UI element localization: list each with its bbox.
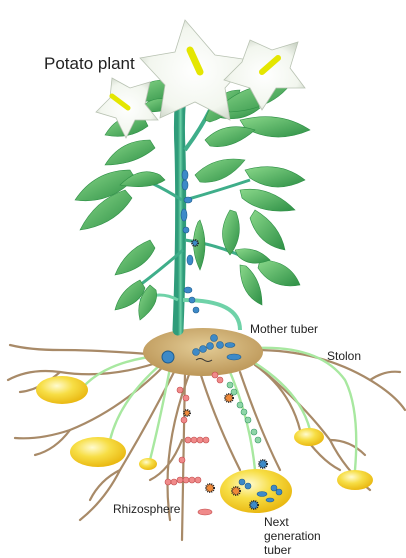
next-generation-tuber-label: Next generation tuber [264,515,344,557]
mother-tuber-label: Mother tuber [250,322,318,336]
next-label-line2: generation [264,529,344,543]
tuber-small-left [139,458,157,470]
rhizosphere-label: Rhizosphere [113,502,180,516]
flower-left [96,78,158,138]
next-label-line3: tuber [264,543,344,557]
daughter-tubers [36,376,373,513]
tuber-left-top [36,376,88,404]
tuber-right-bottom [337,470,373,490]
tuber-left-bottom [70,437,126,467]
bacteria-roots [165,372,223,515]
tuber-right-mid [294,428,324,446]
stolon-label: Stolon [327,349,361,363]
next-label-line1: Next [264,515,344,529]
title-label: Potato plant [44,54,135,74]
